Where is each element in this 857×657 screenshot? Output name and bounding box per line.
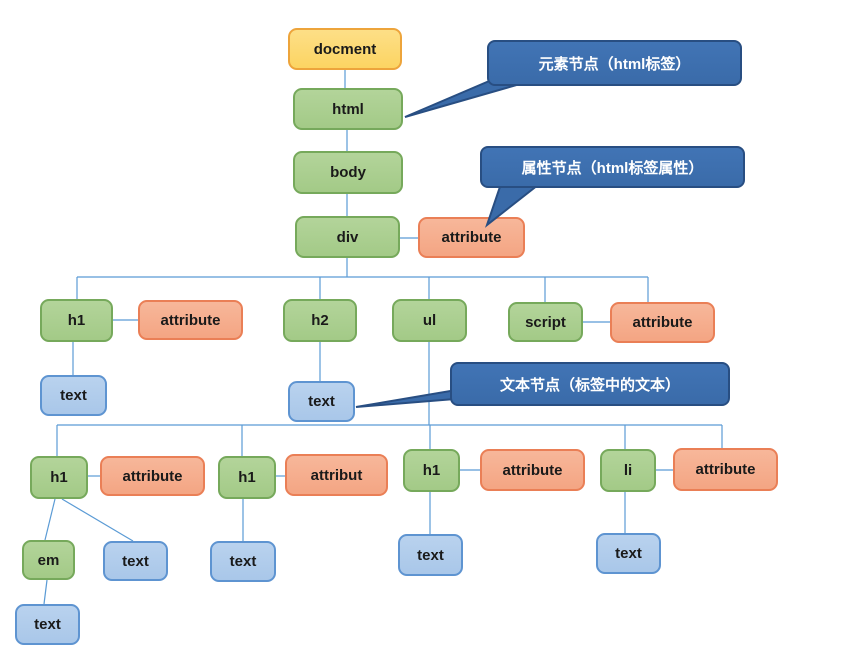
node-h1-second: h1: [30, 456, 88, 499]
callout-attribute-node: 属性节点（html标签属性）: [480, 146, 745, 188]
node-h1-fourth-attribute: attribute: [480, 449, 585, 491]
node-h1-third: h1: [218, 456, 276, 499]
callout-text-node: 文本节点（标签中的文本）: [450, 362, 730, 406]
node-em-text: text: [15, 604, 80, 645]
node-em: em: [22, 540, 75, 580]
node-h1-first-attribute: attribute: [138, 300, 243, 340]
node-script: script: [508, 302, 583, 342]
node-h1-third-text: text: [210, 541, 276, 582]
node-div-attribute: attribute: [418, 217, 525, 258]
node-body: body: [293, 151, 403, 194]
node-li-attribute: attribute: [673, 448, 778, 491]
node-docment: docment: [288, 28, 402, 70]
node-h2: h2: [283, 299, 357, 342]
node-html: html: [293, 88, 403, 130]
node-ul: ul: [392, 299, 467, 342]
node-h1-fourth: h1: [403, 449, 460, 492]
node-h1-second-attribute: attribute: [100, 456, 205, 496]
node-li: li: [600, 449, 656, 492]
node-h1-fourth-text: text: [398, 534, 463, 576]
node-script-attribute: attribute: [610, 302, 715, 343]
node-h1-first: h1: [40, 299, 113, 342]
node-h1-second-text: text: [103, 541, 168, 581]
callout-element-node: 元素节点（html标签）: [487, 40, 742, 86]
node-div: div: [295, 216, 400, 258]
node-h1-first-text: text: [40, 375, 107, 416]
node-h2-text: text: [288, 381, 355, 422]
node-li-text: text: [596, 533, 661, 574]
node-h1-third-attribute: attribut: [285, 454, 388, 496]
